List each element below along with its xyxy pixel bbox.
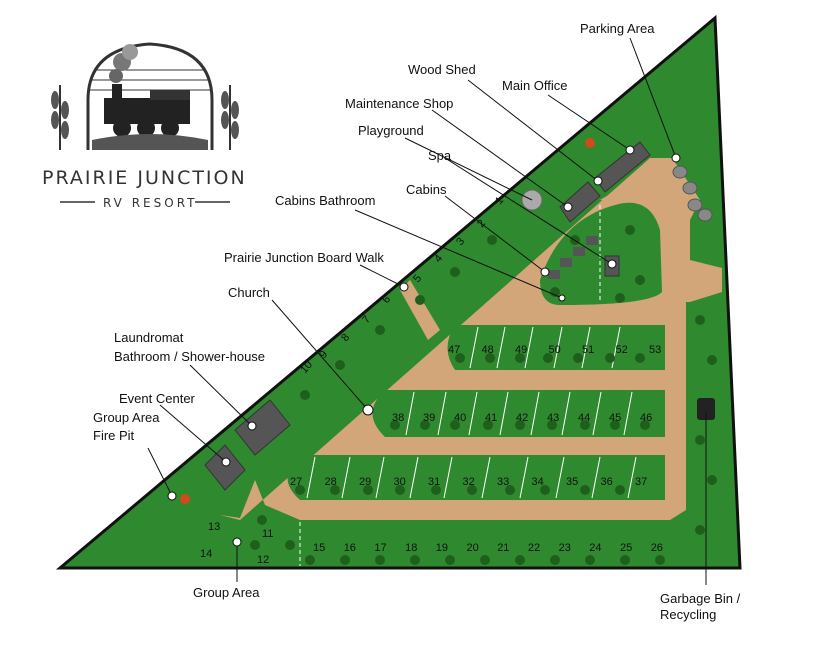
logo-subtitle: RV RESORT xyxy=(103,196,197,210)
site-numbers: 47 48 49 50 51 52 53 38 39 40 41 42 43 44 45 46 27 28 29 30… xyxy=(200,195,663,566)
site-number-18: 18 xyxy=(405,542,417,554)
label-wood-shed: Wood Shed xyxy=(408,62,476,77)
steam-locomotive-with-wheat-icon xyxy=(51,42,239,150)
callout-labels: Parking Area Wood Shed Main Office Maint… xyxy=(93,21,741,622)
site-number-17: 17 xyxy=(374,542,386,554)
label-laundromat-line2: Bathroom / Shower-house xyxy=(114,349,265,364)
site-dividers xyxy=(299,205,637,566)
logo-title: PRAIRIE JUNCTION xyxy=(42,167,247,189)
label-group-fire-pit: Group Area xyxy=(93,410,160,425)
site-number-11: 11 xyxy=(262,528,273,540)
site-number-25: 25 xyxy=(620,542,632,554)
site-number-34: 34 xyxy=(532,476,544,488)
site-number-49: 49 xyxy=(515,344,527,356)
site-number-38: 38 xyxy=(392,412,404,424)
site-number-29: 29 xyxy=(359,476,371,488)
site-number-46: 46 xyxy=(640,412,652,424)
site-number-33: 33 xyxy=(497,476,509,488)
site-number-44: 44 xyxy=(578,412,590,424)
site-number-14: 14 xyxy=(200,548,212,560)
label-cabins-bathroom: Cabins Bathroom xyxy=(275,193,375,208)
buildings xyxy=(180,138,715,504)
site-number-47: 47 xyxy=(448,344,460,356)
label-playground: Playground xyxy=(358,123,424,138)
site-number-22: 22 xyxy=(528,542,540,554)
label-event-center: Event Center xyxy=(119,391,196,406)
site-number-20: 20 xyxy=(467,542,479,554)
trees xyxy=(250,225,717,565)
label-garbage-bin-line2: Recycling xyxy=(660,607,716,622)
site-number-45: 45 xyxy=(609,412,621,424)
site-number-40: 40 xyxy=(454,412,466,424)
label-spa: Spa xyxy=(428,148,452,163)
event-center-building xyxy=(204,444,246,491)
parking-area xyxy=(672,165,713,222)
site-number-43: 43 xyxy=(547,412,559,424)
site-number-16: 16 xyxy=(344,542,356,554)
garbage-bin-icon xyxy=(697,398,715,420)
site-number-41: 41 xyxy=(485,412,497,424)
site-number-23: 23 xyxy=(559,542,571,554)
site-number-26: 26 xyxy=(651,542,663,554)
label-parking-area: Parking Area xyxy=(580,21,655,36)
label-main-office: Main Office xyxy=(502,78,568,93)
fire-pit-icon xyxy=(180,494,190,504)
site-number-51: 51 xyxy=(582,344,594,356)
site-number-42: 42 xyxy=(516,412,528,424)
site-number-27: 27 xyxy=(290,476,302,488)
site-number-30: 30 xyxy=(394,476,406,488)
maintenance-shop-building xyxy=(559,181,601,223)
site-number-13: 13 xyxy=(208,521,220,533)
site-number-32: 32 xyxy=(463,476,475,488)
label-board-walk: Prairie Junction Board Walk xyxy=(224,250,384,265)
laundromat-building xyxy=(234,399,291,456)
site-number-53: 53 xyxy=(649,344,661,356)
site-number-28: 28 xyxy=(325,476,337,488)
markers xyxy=(167,145,681,547)
label-garbage-bin: Garbage Bin / xyxy=(660,591,741,606)
label-maintenance-shop: Maintenance Shop xyxy=(345,96,453,111)
site-number-12: 12 xyxy=(257,554,269,566)
wood-shed-fire-icon xyxy=(585,138,595,148)
site-number-21: 21 xyxy=(497,542,509,554)
site-number-36: 36 xyxy=(601,476,613,488)
site-number-52: 52 xyxy=(616,344,628,356)
site-number-50: 50 xyxy=(549,344,561,356)
site-number-39: 39 xyxy=(423,412,435,424)
site-number-37: 37 xyxy=(635,476,647,488)
site-number-31: 31 xyxy=(428,476,440,488)
site-number-19: 19 xyxy=(436,542,448,554)
leader-lines xyxy=(147,37,707,585)
label-laundromat: Laundromat xyxy=(114,330,184,345)
cabins-buildings xyxy=(548,236,598,279)
site-number-48: 48 xyxy=(482,344,494,356)
label-cabins: Cabins xyxy=(406,182,447,197)
site-number-35: 35 xyxy=(566,476,578,488)
resort-logo: PRAIRIE JUNCTION RV RESORT xyxy=(42,42,247,210)
site-number-24: 24 xyxy=(589,542,601,554)
label-group-fire-pit-line2: Fire Pit xyxy=(93,428,135,443)
site-number-15: 15 xyxy=(313,542,325,554)
label-church: Church xyxy=(228,285,270,300)
label-group-area: Group Area xyxy=(193,585,260,600)
main-office-building xyxy=(594,141,651,193)
